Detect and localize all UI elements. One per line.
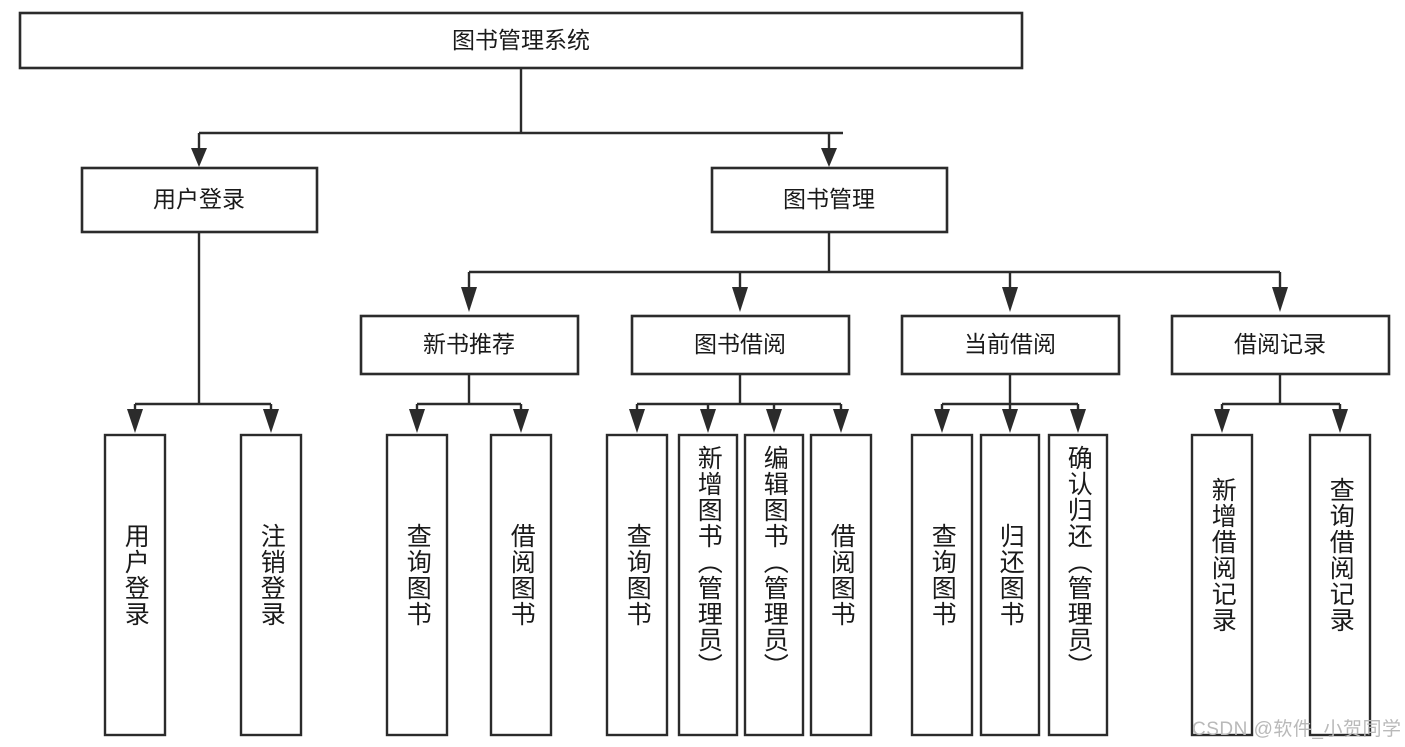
leaf-box-return-book[interactable] xyxy=(979,433,1041,737)
leaf-box-borrow-book-2[interactable] xyxy=(809,433,873,737)
leaf-box-edit-book[interactable] xyxy=(743,433,805,737)
node-borrow-record[interactable]: 借阅记录 xyxy=(1170,314,1391,376)
node-root-label: 图书管理系统 xyxy=(452,27,590,53)
connector-root-to-level2 xyxy=(191,68,843,167)
leaf-boxes-book-borrow xyxy=(605,433,873,737)
leaf-box-query-book-1[interactable] xyxy=(385,433,449,737)
leaf-boxes-user-login xyxy=(103,433,303,737)
leaf-box-user-login[interactable] xyxy=(103,433,167,737)
connector-newbookrec-to-leaves xyxy=(409,374,529,433)
node-new-book-rec[interactable]: 新书推荐 xyxy=(359,314,580,376)
node-root[interactable]: 图书管理系统 xyxy=(18,11,1024,70)
connector-userlogin-to-leaves xyxy=(127,232,279,433)
leaf-box-add-book[interactable] xyxy=(677,433,739,737)
node-new-book-rec-label: 新书推荐 xyxy=(423,331,515,357)
leaf-box-confirm-return[interactable] xyxy=(1047,433,1109,737)
leaf-box-user-logout[interactable] xyxy=(239,433,303,737)
node-user-login[interactable]: 用户登录 xyxy=(80,166,319,234)
leaf-box-query-book-2[interactable] xyxy=(605,433,669,737)
leaf-box-query-record[interactable] xyxy=(1308,433,1372,737)
leaf-boxes-current-borrow xyxy=(910,433,1109,737)
node-borrow-record-label: 借阅记录 xyxy=(1234,331,1326,357)
node-book-manage-label: 图书管理 xyxy=(783,186,875,212)
node-book-manage[interactable]: 图书管理 xyxy=(710,166,949,234)
node-book-borrow-label: 图书借阅 xyxy=(694,331,786,357)
node-current-borrow-label: 当前借阅 xyxy=(964,331,1056,357)
leaf-boxes-borrow-record xyxy=(1190,433,1372,737)
node-book-borrow[interactable]: 图书借阅 xyxy=(630,314,851,376)
node-user-login-label: 用户登录 xyxy=(153,186,245,212)
leaf-boxes-new-book-rec xyxy=(385,433,553,737)
leaf-box-add-record[interactable] xyxy=(1190,433,1254,737)
node-current-borrow[interactable]: 当前借阅 xyxy=(900,314,1121,376)
connector-currentborrow-to-leaves xyxy=(934,374,1086,433)
leaf-box-query-book-3[interactable] xyxy=(910,433,974,737)
leaf-box-borrow-book-1[interactable] xyxy=(489,433,553,737)
watermark: CSDN @软件_小贺同学 xyxy=(1192,719,1402,740)
connector-bookmanage-to-level3 xyxy=(461,232,1288,312)
connector-borrowrecord-to-leaves xyxy=(1214,374,1348,433)
connector-bookborrow-to-leaves xyxy=(629,374,849,433)
